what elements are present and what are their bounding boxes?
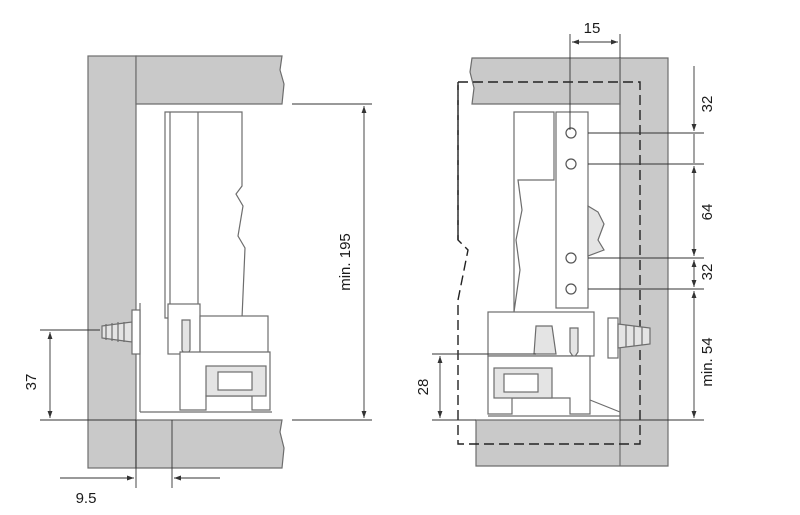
side-screw-head-right [607,317,619,359]
adjuster-wheel [587,204,605,257]
fixing-screw-vertical-right [569,327,579,360]
dim-hole-spacing-middle-label: 64 [699,204,716,221]
left-view: min. 195 37 9.5 [23,55,372,507]
top-shelf-panel [135,55,285,105]
runner-inner-slide-right [503,373,539,393]
drawer-side-profile-right [513,111,555,313]
dim-bottom-height-label: 28 [415,379,432,396]
dim-screw-height-label: 37 [23,374,40,391]
top-shelf-panel-right [469,57,621,105]
runner-inner-slide [217,371,253,391]
cabinet-side-panel [87,55,137,469]
dim-top-width-label: 15 [584,20,601,37]
drawer-side-profile [164,111,246,319]
right-view: 15 32 64 32 min. 54 28 [415,20,716,467]
runner-slope [589,399,621,413]
fixing-hole-3 [565,252,577,264]
dim-side-offset-label: 9.5 [76,490,97,507]
fixing-hole-2 [565,158,577,170]
dim-hole-spacing-top-label: 32 [699,96,716,113]
drawer-bottom-profile [199,315,269,355]
bottom-clip [533,325,557,355]
fixing-hole-1 [565,127,577,139]
bottom-shelf-panel [135,419,285,469]
fixing-hole-4 [565,283,577,295]
side-screw-head [131,309,141,355]
dim-bottom-min-label: min. 54 [699,337,716,386]
screw-thread-lines-right [625,325,643,347]
screw-thread-lines [105,322,125,342]
dim-hole-spacing-bottom-label: 32 [699,264,716,281]
dim-height-min-label: min. 195 [337,233,354,291]
front-panel-dashed-outline [457,81,641,445]
front-fixing-plate [555,111,589,309]
